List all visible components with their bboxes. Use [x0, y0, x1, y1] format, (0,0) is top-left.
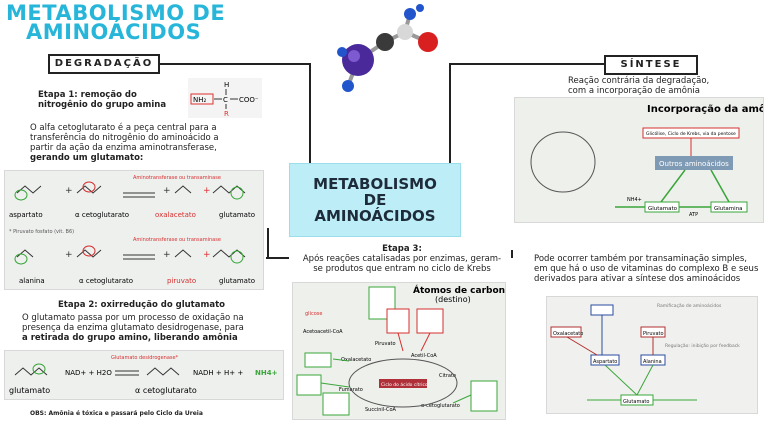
- diagram-title-2: (destino): [435, 295, 471, 304]
- incorp-nh4: NH4+: [627, 197, 642, 203]
- svg-text:+: +: [203, 186, 211, 196]
- reaction3-d: NADH + H+ +: [193, 369, 243, 377]
- sintese-p2-line1: Pode ocorrer também por transaminação si…: [534, 254, 768, 264]
- node-oxalacetato: Oxalacetato: [341, 357, 371, 363]
- incorp-glutamina: Glutamina: [714, 206, 743, 212]
- reaction1-d: glutamato: [219, 211, 255, 219]
- svg-text:NH₂: NH₂: [193, 96, 207, 104]
- svg-text:C: C: [223, 96, 228, 104]
- p2-line3: a retirada do grupo amino, liberando amô…: [22, 333, 282, 343]
- panel2-oxalo: Oxalacetato: [553, 331, 583, 337]
- svg-text:+: +: [65, 250, 73, 260]
- degradacao-paragraph-2: O glutamato passa por um processo de oxi…: [22, 313, 282, 343]
- ammonia-incorporation-panel: Incorporação da amônia Glicólise, Ciclo …: [514, 97, 764, 223]
- p1-line1: O alfa cetoglutarato é a peça central pa…: [30, 123, 270, 133]
- svg-text:COO⁻: COO⁻: [239, 96, 259, 104]
- reaction1-enzyme: Aminotransferase ou transaminase: [133, 175, 221, 181]
- reaction2-d: glutamato: [219, 277, 255, 285]
- etapa1-heading: Etapa 1: remoção do nitrogênio do grupo …: [38, 90, 198, 110]
- reaction3-a: glutamato: [9, 386, 50, 395]
- panel2-glutamato: Glutamato: [623, 399, 649, 405]
- sintese-p2-line3: derivados para ativar a síntese dos amin…: [534, 274, 768, 284]
- box-top: Glicólise, Ciclo de Krebs, via da pentos…: [646, 130, 736, 137]
- panel2-title: Ramificação de aminoácidos: [657, 302, 722, 309]
- reaction3-c: α cetoglutarato: [135, 386, 197, 395]
- etapa3-text: Etapa 3: Após reações catalisadas por en…: [292, 244, 512, 274]
- svg-text:R: R: [224, 110, 229, 118]
- cofactor-note: * Piruvato fosfato (vit. B6): [9, 229, 74, 235]
- title-line-2: AMINOÁCIDOS: [6, 23, 225, 42]
- reaction2-enzyme: Aminotransferase ou transaminase: [133, 237, 221, 243]
- central-line-2: DE: [290, 192, 460, 208]
- p1-line4: gerando um glutamato:: [30, 153, 270, 163]
- node-krebs: Ciclo do ácido cítrico: [381, 381, 428, 388]
- central-title: METABOLISMO DE AMINOÁCIDOS: [290, 176, 460, 224]
- degradacao-paragraph-1: O alfa cetoglutarato é a peça central pa…: [30, 123, 270, 163]
- sintese-line2: com a incorporação de amônia: [568, 86, 768, 96]
- sintese-paragraph-2: Pode ocorrer também por transaminação si…: [534, 254, 768, 284]
- reaction2-c: piruvato: [167, 277, 196, 285]
- molecule-illustration: [330, 2, 450, 102]
- page-title: METABOLISMO DE AMINOÁCIDOS: [6, 4, 225, 42]
- svg-text:+: +: [163, 186, 171, 196]
- reaction2-b: α cetoglutarato: [79, 277, 133, 285]
- transamination-panel: Ramificação de aminoácidos Regulação: in…: [546, 296, 758, 414]
- node-acetilcoa: Acetil-CoA: [411, 353, 437, 359]
- panel2-alanina: Alanina: [643, 359, 662, 365]
- sintese-p2-line2: em que há o uso de vitaminas do complexo…: [534, 264, 768, 274]
- etapa1-line1: Etapa 1: remoção do: [38, 90, 198, 100]
- node-acetoacetil: Acetoacetil-CoA: [303, 329, 343, 335]
- p1-line2: transferência do nitrogênio do aminoácid…: [30, 133, 270, 143]
- obs-note: OBS: Amônia é tóxica e passará pelo Cicl…: [30, 410, 203, 417]
- transamination-reactions-panel: Aminotransferase ou transaminase + + + a…: [4, 170, 264, 290]
- etapa1-line2: nitrogênio do grupo amina: [38, 100, 198, 110]
- p2-line1: O glutamato passa por um processo de oxi…: [22, 313, 282, 323]
- sintese-label: SÍNTESE: [604, 55, 698, 75]
- amino-acid-structure: H NH₂ C COO⁻ R: [188, 78, 262, 118]
- reaction2-a: alanina: [19, 277, 45, 285]
- glucose-label: glicose: [305, 311, 322, 317]
- etapa3-line2: se produtos que entram no ciclo de Krebs: [292, 264, 512, 274]
- central-title-box: METABOLISMO DE AMINOÁCIDOS: [289, 163, 461, 237]
- reaction1-c: oxalacetato: [155, 211, 196, 219]
- reaction1-b: α cetoglutarato: [75, 211, 129, 219]
- carbon-destiny-diagram: Átomos de carbono (destino) glicose Piru…: [292, 282, 506, 420]
- svg-text:+: +: [65, 186, 73, 196]
- reaction3-b: NAD+ + H2O: [65, 369, 112, 377]
- p2-line2: presença da enzima glutamato desidrogena…: [22, 323, 282, 333]
- svg-text:H: H: [224, 81, 229, 89]
- panel2-piruvato: Piruvato: [643, 331, 664, 337]
- p1-line3: partir da ação da enzima aminotransferas…: [30, 143, 270, 153]
- glutamate-dehydrogenase-panel: Glutamato desidrogenase* NAD+ + H2O NADH…: [4, 350, 284, 400]
- node-alfacg: α-cetoglutarato: [421, 403, 460, 409]
- node-succinilcoa: Succinil-CoA: [365, 407, 397, 413]
- reaction1-a: aspartato: [9, 211, 43, 219]
- panel2-sub: Regulação: inibição por feedback: [665, 343, 740, 349]
- box-outros: Outros aminoácidos: [659, 160, 729, 168]
- etapa2-heading: Etapa 2: oxirredução do glutamato: [58, 300, 278, 310]
- etapa3-line1: Após reações catalisadas por enzimas, ge…: [292, 254, 512, 264]
- incorp-atp: ATP: [689, 212, 698, 218]
- svg-text:+: +: [163, 250, 171, 260]
- incorp-glutamato: Glutamato: [648, 206, 678, 212]
- sintese-intro: Reação contrária da degradação, com a in…: [568, 76, 768, 96]
- connector-etapa2: [266, 228, 289, 258]
- degradacao-label: DEGRADAÇÃO: [48, 54, 160, 74]
- central-line-3: AMINOÁCIDOS: [290, 208, 460, 224]
- sintese-line1: Reação contrária da degradação,: [568, 76, 768, 86]
- central-line-1: METABOLISMO: [290, 176, 460, 192]
- svg-text:+: +: [203, 250, 211, 260]
- etapa3-title: Etapa 3:: [292, 244, 512, 254]
- panel2-asp: Aspartato: [593, 359, 617, 365]
- node-piruvato: Piruvato: [375, 341, 396, 347]
- reaction3-enzyme: Glutamato desidrogenase*: [111, 355, 179, 361]
- incorporacao-title: Incorporação da amônia: [647, 103, 763, 115]
- reaction3-e: NH4+: [255, 369, 278, 377]
